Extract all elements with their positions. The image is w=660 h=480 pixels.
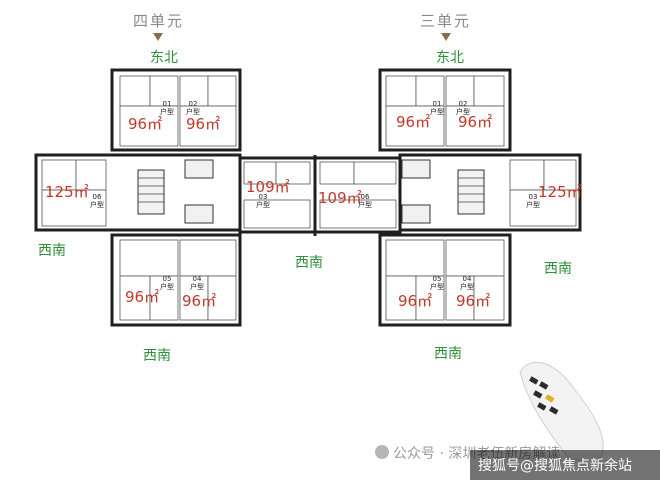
apt-area: 125㎡ (45, 183, 89, 201)
watermark-bar (470, 450, 660, 480)
room (179, 105, 237, 147)
wechat-icon (375, 445, 389, 459)
room (41, 189, 107, 227)
unit-3-arrow-icon (441, 33, 451, 41)
unit-4-arrow-icon (153, 33, 163, 41)
u4-bottom-wing (110, 233, 242, 327)
site-keymap (519, 361, 604, 461)
direction-northeast-u3: 东北 (436, 50, 464, 66)
unit-3-plan (378, 68, 582, 327)
stair-core (137, 169, 165, 215)
direction-southwest-left: 西南 (38, 243, 66, 259)
apt-area: 96㎡ (456, 292, 491, 310)
central-connector (238, 155, 402, 236)
room (179, 239, 237, 277)
apt-area: 125㎡ (538, 183, 582, 201)
direction-southwest-bottom-right: 西南 (434, 346, 462, 362)
u4-top-wing (110, 68, 242, 152)
room (149, 75, 179, 107)
room (41, 159, 77, 191)
apt-area: 96㎡ (128, 115, 163, 133)
room (119, 105, 179, 147)
room (149, 275, 179, 321)
apt-area: 96㎡ (398, 292, 433, 310)
apt-area: 96㎡ (186, 115, 221, 133)
unit-3-title: 三单元 (420, 12, 472, 30)
room (207, 75, 237, 107)
room (119, 275, 151, 321)
apt-area: 96㎡ (182, 292, 217, 310)
watermark-sohu: 搜狐号@搜狐焦点新余站 (478, 458, 632, 474)
apt-area: 109㎡ (318, 189, 362, 207)
unit-4-plan (34, 68, 242, 327)
room (119, 239, 179, 277)
direction-southwest-center: 西南 (295, 255, 323, 271)
apt-area: 96㎡ (458, 113, 493, 131)
direction-southwest-right: 西南 (544, 261, 572, 277)
room (119, 75, 151, 107)
room (179, 275, 209, 321)
apt-area: 96㎡ (125, 288, 160, 306)
direction-southwest-bottom-left: 西南 (143, 348, 171, 364)
unit-4-title: 四单元 (133, 12, 185, 30)
apt-area: 109㎡ (246, 178, 290, 196)
room (207, 275, 237, 321)
elevator (184, 159, 214, 179)
elevator (184, 204, 214, 224)
direction-northeast-u4: 东北 (150, 50, 178, 66)
apt-area: 96㎡ (396, 113, 431, 131)
